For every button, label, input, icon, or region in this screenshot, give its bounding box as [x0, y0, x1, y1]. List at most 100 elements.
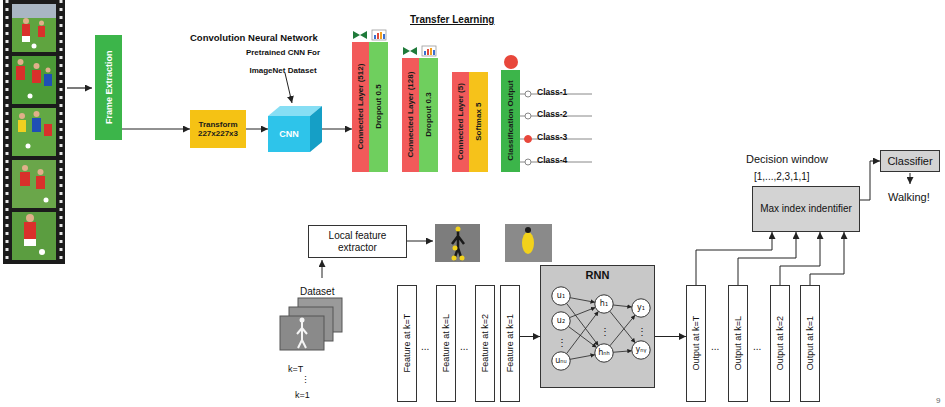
- circle-outline: [552, 352, 570, 370]
- film-frame: [12, 212, 56, 260]
- connector: [246, 129, 268, 130]
- class-node: [525, 159, 531, 165]
- flow-arrow: [910, 173, 911, 184]
- film-frame: [26, 214, 34, 222]
- film-frame: [26, 144, 31, 149]
- connector: [570, 307, 596, 317]
- connector: [568, 326, 596, 347]
- film-frame: [32, 118, 41, 132]
- label-text: ...: [711, 341, 719, 352]
- ellipsis: ⋮: [637, 321, 647, 339]
- film-strip: [3, 0, 65, 264]
- film-frame: [38, 26, 45, 37]
- bowtie-icon: [353, 31, 367, 39]
- process-box: Local feature extractor: [308, 225, 407, 258]
- rnn-fill: [540, 265, 655, 388]
- cube-outline: [310, 106, 322, 152]
- film-frame: [12, 160, 56, 208]
- film-frame: [12, 4, 56, 52]
- node-text: Connected Layer (128): [406, 72, 415, 158]
- label-text: ...: [421, 341, 429, 352]
- output-box: Output at k=L: [728, 285, 748, 402]
- node-text: uₙᵤ: [555, 356, 567, 365]
- connector: [322, 129, 352, 130]
- output-bar: Classification Output: [501, 70, 520, 172]
- feature-image: [452, 230, 464, 260]
- label-text: Convolution Neural Network: [190, 32, 318, 43]
- node-text: Max index indentifier: [760, 203, 852, 215]
- label-text: ⋮: [637, 326, 647, 337]
- node-text: Transform: [198, 120, 237, 129]
- label-text: k=1: [295, 390, 310, 400]
- film-frame: [12, 212, 56, 260]
- film-strip: [6, 0, 9, 264]
- section-title: Convolution Neural Network: [190, 27, 318, 45]
- film-frame: [24, 222, 36, 239]
- chart-icon: [372, 30, 386, 40]
- label-text: Class-1: [537, 87, 567, 97]
- node-text: h₁: [600, 299, 608, 308]
- dataset-frames: [280, 316, 324, 350]
- node-text: Dropout 0.5: [374, 85, 383, 129]
- circle-outline: [632, 299, 650, 317]
- chart-icon: [422, 46, 436, 56]
- neuron-circle: y₁: [631, 298, 651, 318]
- feature-box: Feature at k=1: [500, 285, 520, 402]
- node-text: Connected Layer (5): [456, 84, 465, 161]
- film-frame: [22, 24, 30, 36]
- feature-image: [522, 232, 534, 254]
- ellipsis: ⋮: [557, 332, 567, 350]
- node-text: yₙᵧ: [636, 345, 647, 354]
- film-frame: [22, 165, 28, 171]
- label-text: Pretrained CNN For ImageNet Dataset: [246, 48, 320, 75]
- feature-image: [505, 224, 552, 262]
- label-text: Decision window: [746, 153, 828, 165]
- label-text: Class-4: [537, 155, 567, 165]
- film-frame: [28, 94, 33, 99]
- dataset-frames: [280, 298, 342, 350]
- cnn-cube: CNN: [268, 106, 322, 152]
- label-text: Walking!: [888, 191, 930, 203]
- connector: [655, 336, 686, 337]
- node-text: Dropout 0.3: [424, 93, 433, 137]
- circle-outline: [552, 287, 570, 305]
- dataset-frames: [300, 318, 305, 323]
- chart-icon: [377, 33, 379, 39]
- label-text: ...: [460, 341, 468, 352]
- film-frame: [39, 21, 44, 26]
- feature-image: [435, 224, 480, 262]
- chart-icon: [374, 35, 376, 39]
- leader-arrow: [285, 73, 292, 103]
- label-text: ⋮: [557, 337, 567, 348]
- chart-icon: [427, 49, 429, 55]
- connector: [570, 355, 595, 360]
- node-text: Output at k=1: [805, 316, 815, 370]
- page-number: 9: [936, 389, 940, 407]
- class-node: [525, 136, 532, 143]
- ellipsis: ...: [753, 336, 761, 354]
- ellipsis: ...: [460, 336, 468, 354]
- connector: [613, 305, 632, 307]
- cube-outline: [268, 116, 310, 152]
- node-text: Output at k=T: [691, 316, 701, 371]
- result-label: Walking!: [888, 187, 930, 205]
- film-frame: [12, 4, 56, 18]
- feature-box: Feature at k=2: [475, 285, 495, 402]
- chart-icon: [433, 50, 435, 55]
- label-text: Transfer Learning: [410, 14, 494, 25]
- label-text: ⋮: [600, 326, 610, 337]
- class-node: [525, 91, 532, 165]
- chart-icon: [383, 34, 385, 39]
- node-text: u₂: [557, 316, 565, 325]
- section-title: Transfer Learning: [410, 9, 494, 27]
- node-text: Classification Output: [506, 81, 515, 161]
- output-box: Output at k=1: [800, 285, 820, 402]
- film-frame: [19, 113, 25, 119]
- film-frame: [32, 44, 37, 49]
- node-text: Frame Extraction: [103, 51, 113, 125]
- class-node: [525, 113, 531, 119]
- film-frame: [44, 198, 49, 203]
- feature-image: [453, 246, 458, 251]
- feature-box: Feature at k=T: [397, 285, 417, 402]
